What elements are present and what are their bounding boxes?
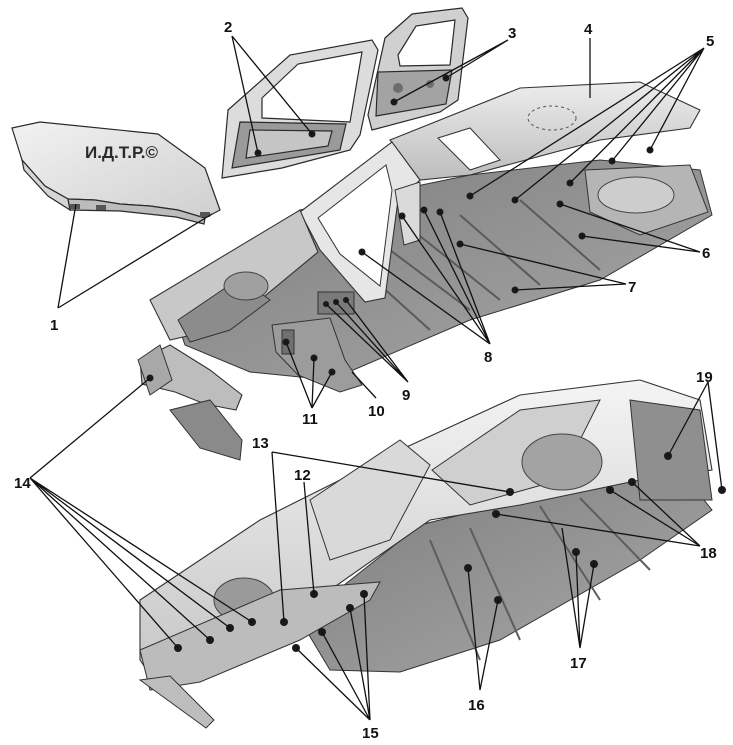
callout-14: 14 [14,475,31,492]
callout-19: 19 [696,369,713,386]
leader-lines [29,35,723,721]
callout-7: 7 [628,279,636,296]
callout-11: 11 [302,411,318,428]
callout-5: 5 [706,33,714,50]
callout-3: 3 [508,25,516,42]
callout-16: 16 [468,697,485,714]
callout-10: 10 [368,403,385,420]
upper-body-frame [137,81,713,461]
callout-17: 17 [570,655,587,672]
watermark-stamp: И.Д.Т.Р.© [85,143,158,162]
callout-4: 4 [584,21,593,38]
callout-18: 18 [700,545,717,562]
callout-8: 8 [484,349,492,366]
callout-15: 15 [362,725,379,742]
callout-9: 9 [402,387,410,404]
front-door-frame [221,39,379,179]
hood-panel: И.Д.Т.Р.© [11,121,221,225]
callout-6: 6 [702,245,710,262]
callout-12: 12 [294,467,311,484]
callout-13: 13 [252,435,269,452]
callout-1: 1 [50,317,58,334]
rear-door-frame [367,7,469,131]
callout-labels: 1 2 3 4 5 6 7 8 9 10 11 12 13 14 15 16 1… [14,19,717,742]
callout-2: 2 [224,19,232,36]
